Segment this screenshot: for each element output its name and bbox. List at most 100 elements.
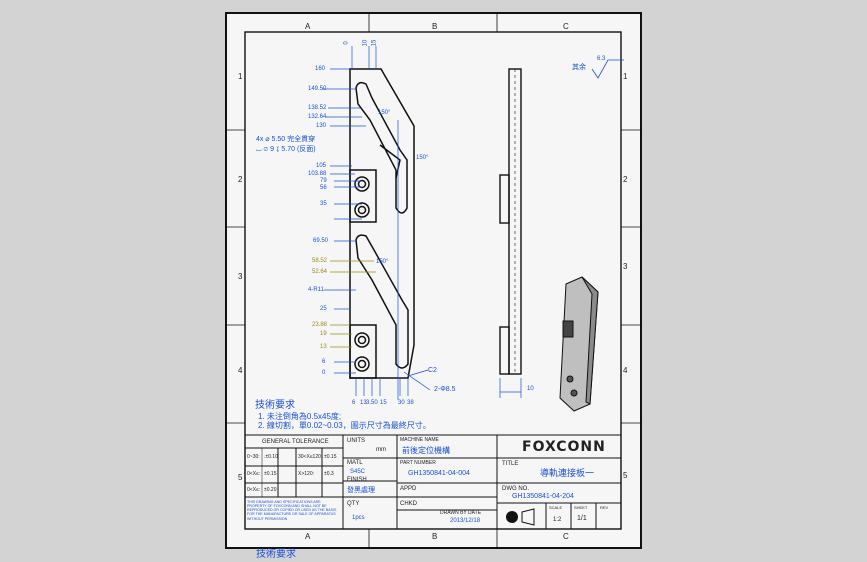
notes-line-2: 2. 線切割，單0.02~0.03，圖示尺寸為最終尺寸。 [258, 421, 431, 430]
dim-olive-0: 58.52 [312, 258, 328, 264]
rev-label: REV [600, 505, 609, 510]
zone-row-2-right: 2 [623, 175, 628, 184]
notes-footer: 技術要求 [256, 549, 296, 560]
tol-0-1: .±0.10 [264, 454, 278, 460]
hole-note-1: 4x ⌀ 5.50 完全貫穿 [256, 136, 316, 143]
zone-col-c: C [563, 22, 569, 31]
part-label: PART NUMBER [400, 460, 436, 466]
general-tolerance-label: GENERAL TOLERANCE [262, 439, 329, 445]
tol-1-2: X>120: [298, 471, 314, 477]
dim-left-6: 103.88 [308, 171, 327, 177]
zone-row-4-right: 4 [623, 366, 628, 375]
dim-top-10: 10 [362, 39, 369, 47]
qty-label: QTY [347, 501, 360, 507]
material-value: S45C [350, 469, 366, 475]
dim-top-0: 0 [343, 41, 350, 45]
side-width-dim: 10 [527, 386, 534, 392]
dim-left-8: 56 [320, 185, 327, 191]
tol-2-1: ±0.20 [264, 487, 277, 493]
holes-label: 2-Φ8.5 [434, 386, 456, 393]
units-value: mm [376, 447, 386, 453]
dim-left-3: 132.64 [308, 114, 327, 120]
angle-3: 150° [376, 259, 389, 265]
part-value: GH1350841-04-004 [408, 470, 470, 477]
dim-bottom-1: 13 [360, 400, 367, 406]
dim-bottom-4: 30 [398, 400, 405, 406]
property-warning: THIS DRAWING AND SPECIFICATIONS ARE PROP… [247, 500, 337, 521]
angle-1: 150° [378, 110, 391, 116]
appd-label: APPD [400, 486, 417, 492]
roughness-value: 6.3 [597, 56, 606, 62]
dim-left-10: 69.50 [313, 238, 329, 244]
scale-label: SCALE [549, 505, 563, 510]
tol-0-0: 0~30: [247, 454, 260, 460]
drawn-label: DRAWN BY DATE [440, 510, 482, 516]
dim-left-9: 35 [320, 201, 327, 207]
machine-label: MACHINE NAME [400, 437, 439, 443]
angle-2: 150° [416, 155, 429, 161]
sheet-value: 1/1 [577, 515, 587, 522]
dim-olive-4: 13 [320, 344, 327, 350]
dim-left-7: 79 [320, 178, 327, 184]
zone-col-b-bottom: B [432, 532, 438, 541]
dwg-label: DWG NO. [502, 486, 529, 492]
dim-left-11: 25 [320, 306, 327, 312]
dim-bottom-0: 6 [352, 400, 356, 406]
company-logo: FOXCONN [522, 439, 606, 455]
zone-row-1-right: 1 [623, 72, 628, 81]
notes-title: 技術要求 [255, 400, 295, 411]
dim-left-13: 0 [322, 370, 326, 376]
sheet-label: SHEET [574, 505, 588, 510]
scale-value: 1:2 [553, 517, 562, 523]
finish-label: FINISH [347, 477, 367, 483]
dim-bottom-2: 3.50 [366, 400, 378, 406]
chkd-label: CHKD [400, 501, 418, 507]
radius-label: 4-R11 [308, 287, 324, 293]
dwg-value: GH1350841-04-204 [512, 493, 574, 500]
title-label: TITLE [502, 461, 519, 467]
zone-row-3-right: 3 [623, 262, 628, 271]
qty-value: 1pcs [352, 515, 365, 521]
finish-value: 發黑處理 [347, 487, 375, 494]
dim-left-1: 149.50 [308, 86, 327, 92]
notes-line-1: 1. 未注倒角為0.5x45度; [258, 412, 342, 421]
dim-left-4: 130 [316, 123, 327, 129]
zone-col-a-bottom: A [305, 532, 311, 541]
tol-2-0: 0<X≤: [247, 487, 261, 493]
tol-1-0: 0<X≤: [247, 471, 261, 477]
zone-row-2: 2 [238, 175, 243, 184]
chamfer-label: C2 [428, 367, 437, 374]
hole-note-2: ⌴ ⌀ 9 ↧ 5.70 (反面) [256, 146, 316, 153]
dim-left-5: 105 [316, 163, 327, 169]
zone-row-3: 3 [238, 272, 243, 281]
dim-bottom-5: 38 [407, 400, 414, 406]
drawing-sheet [225, 12, 642, 549]
dim-olive-2: 23.88 [312, 322, 328, 328]
tol-1-1: ±0.15 [264, 471, 277, 477]
zone-col-b: B [432, 22, 438, 31]
title-value: 導軌連接板一 [540, 468, 595, 478]
dim-left-12: 6 [322, 359, 326, 365]
zone-col-a: A [305, 22, 311, 31]
machine-value: 前後定位機構 [402, 446, 450, 455]
dim-left-2: 138.52 [308, 105, 327, 111]
zone-row-4: 4 [238, 366, 243, 375]
tol-0-2: 30<X≤120: [298, 454, 323, 460]
zone-row-5: 5 [238, 473, 243, 482]
material-label: MATL [347, 460, 363, 466]
dim-bottom-3: 15 [380, 400, 387, 406]
dim-olive-3: 19 [320, 331, 327, 337]
dim-olive-1: 52.64 [312, 269, 328, 275]
dim-top-15: 15 [371, 39, 378, 47]
zone-row-1: 1 [238, 72, 243, 81]
tol-1-3: ±0.3 [324, 471, 334, 477]
units-label: UNITS [347, 438, 365, 444]
drawn-date: 2013/12/18 [450, 518, 481, 524]
zone-col-c-bottom: C [563, 532, 569, 541]
surface-note: 其余 [572, 64, 586, 71]
tol-0-3: ±0.15 [324, 454, 337, 460]
dim-left-0: 160 [315, 66, 326, 72]
zone-row-5-right: 5 [623, 471, 628, 480]
